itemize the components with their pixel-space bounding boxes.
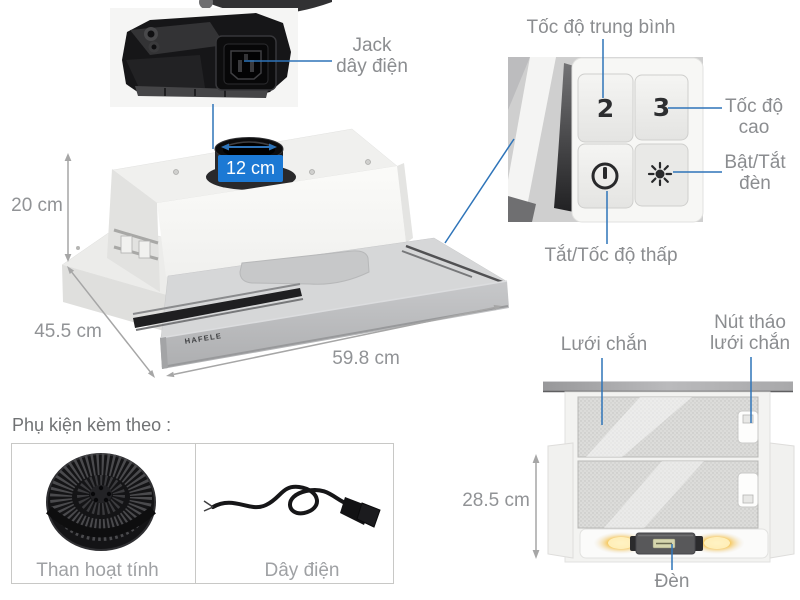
label-off-low-speed: Tắt/Tốc độ thấp — [544, 245, 678, 266]
label-high-speed: Tốc độ cao — [716, 96, 792, 138]
light-button — [634, 143, 689, 207]
jack-label-line1: Jack — [352, 35, 392, 56]
label-filter-release-line2: lưới chắn — [709, 333, 791, 354]
button-3-digit: 3 — [652, 93, 671, 122]
grease-filter-upper — [577, 396, 759, 458]
grease-filter-lower — [577, 460, 759, 529]
accessories-box — [11, 443, 394, 584]
label-filter-release: Nút tháo lưới chắn — [705, 312, 795, 354]
filter-release-buttons — [737, 410, 759, 508]
jack-label-line2: dây điện — [336, 56, 408, 77]
button-2-digit: 2 — [596, 93, 615, 123]
label-high-speed-line2: cao — [738, 117, 770, 138]
power-socket-icon — [215, 35, 277, 91]
callout-lines — [212, 39, 752, 570]
label-light-toggle-line2: đèn — [739, 173, 771, 194]
hood-illustration — [61, 128, 509, 369]
height-dimension: 20 cm — [11, 195, 63, 216]
dimension-arrows — [64, 153, 540, 559]
carbon-filter-illustration — [46, 453, 156, 551]
slide-rails — [132, 244, 506, 331]
width-dimension: 59.8 cm — [332, 348, 400, 369]
power-icon — [591, 162, 619, 190]
label-lamp: Đèn — [654, 571, 690, 592]
front-height-dimension: 28.5 cm — [462, 490, 530, 511]
label-mesh-filter: Lưới chắn — [560, 334, 648, 355]
label-medium-speed: Tốc độ trung bình — [526, 17, 676, 38]
accessory-filter-label: Than hoạt tính — [36, 560, 159, 581]
speed-2-button — [577, 73, 634, 143]
accessories-divider — [195, 444, 196, 583]
hood-front-panel — [160, 281, 509, 369]
light-icon — [647, 161, 673, 187]
jack-photo — [110, 0, 332, 107]
duct-diameter-badge: 12 cm — [218, 155, 283, 182]
label-filter-release-line1: Nút tháo — [714, 312, 786, 333]
label-high-speed-line1: Tốc độ — [724, 96, 784, 117]
label-light-toggle-line1: Bật/Tắt — [724, 152, 786, 173]
depth-dimension: 45.5 cm — [34, 321, 102, 342]
accessory-cord-label: Dây điện — [264, 560, 340, 581]
power-button — [577, 143, 634, 209]
label-light-toggle: Bật/Tắt đèn — [715, 152, 795, 194]
accessories-heading: Phụ kiện kèm theo : — [12, 415, 172, 435]
power-cord-illustration — [203, 484, 381, 528]
control-panel-photo — [508, 57, 704, 223]
lamp-strip — [579, 528, 769, 559]
front-view-illustration — [543, 381, 795, 563]
jack-label: Jack dây điện — [322, 35, 422, 77]
